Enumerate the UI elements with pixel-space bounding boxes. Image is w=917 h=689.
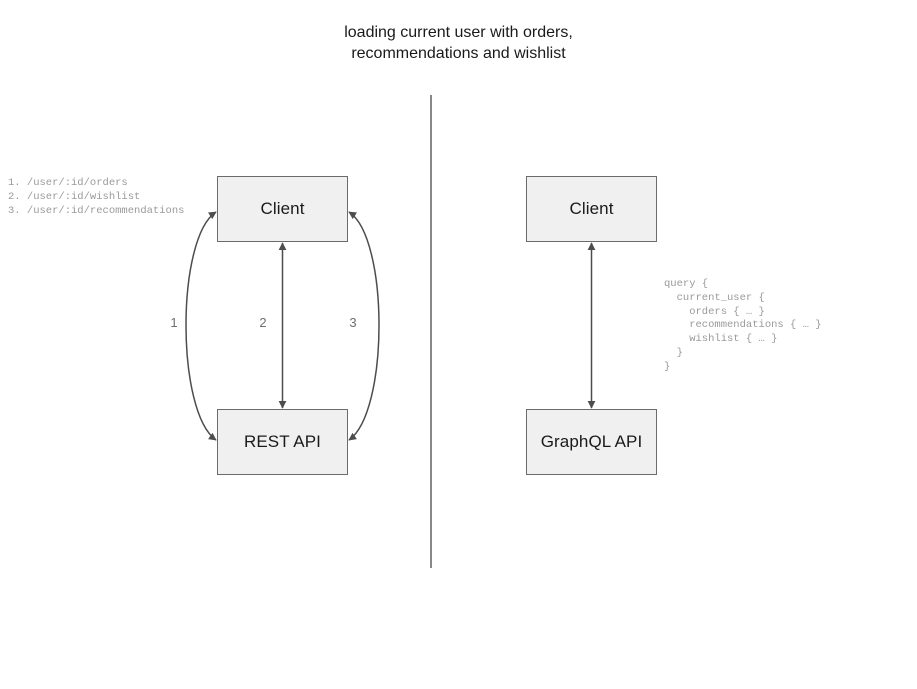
- node-client-graphql[interactable]: Client: [526, 176, 657, 242]
- edge-label-1: 1: [170, 315, 178, 330]
- edge-rest-1: [185, 211, 217, 441]
- rest-routes-annotation: 1. /user/:id/orders 2. /user/:id/wishlis…: [8, 177, 185, 217]
- node-rest-api[interactable]: REST API: [217, 409, 348, 475]
- edge-label-2: 2: [259, 315, 267, 330]
- edge-label-3: 3: [349, 315, 357, 330]
- node-client-rest[interactable]: Client: [217, 176, 348, 242]
- node-graphql-api[interactable]: GraphQL API: [526, 409, 657, 475]
- edge-rest-3: [348, 211, 380, 441]
- graphql-query-annotation: query { current_user { orders { … } reco…: [664, 278, 822, 373]
- diagram-title: loading current user with orders, recomm…: [344, 24, 573, 62]
